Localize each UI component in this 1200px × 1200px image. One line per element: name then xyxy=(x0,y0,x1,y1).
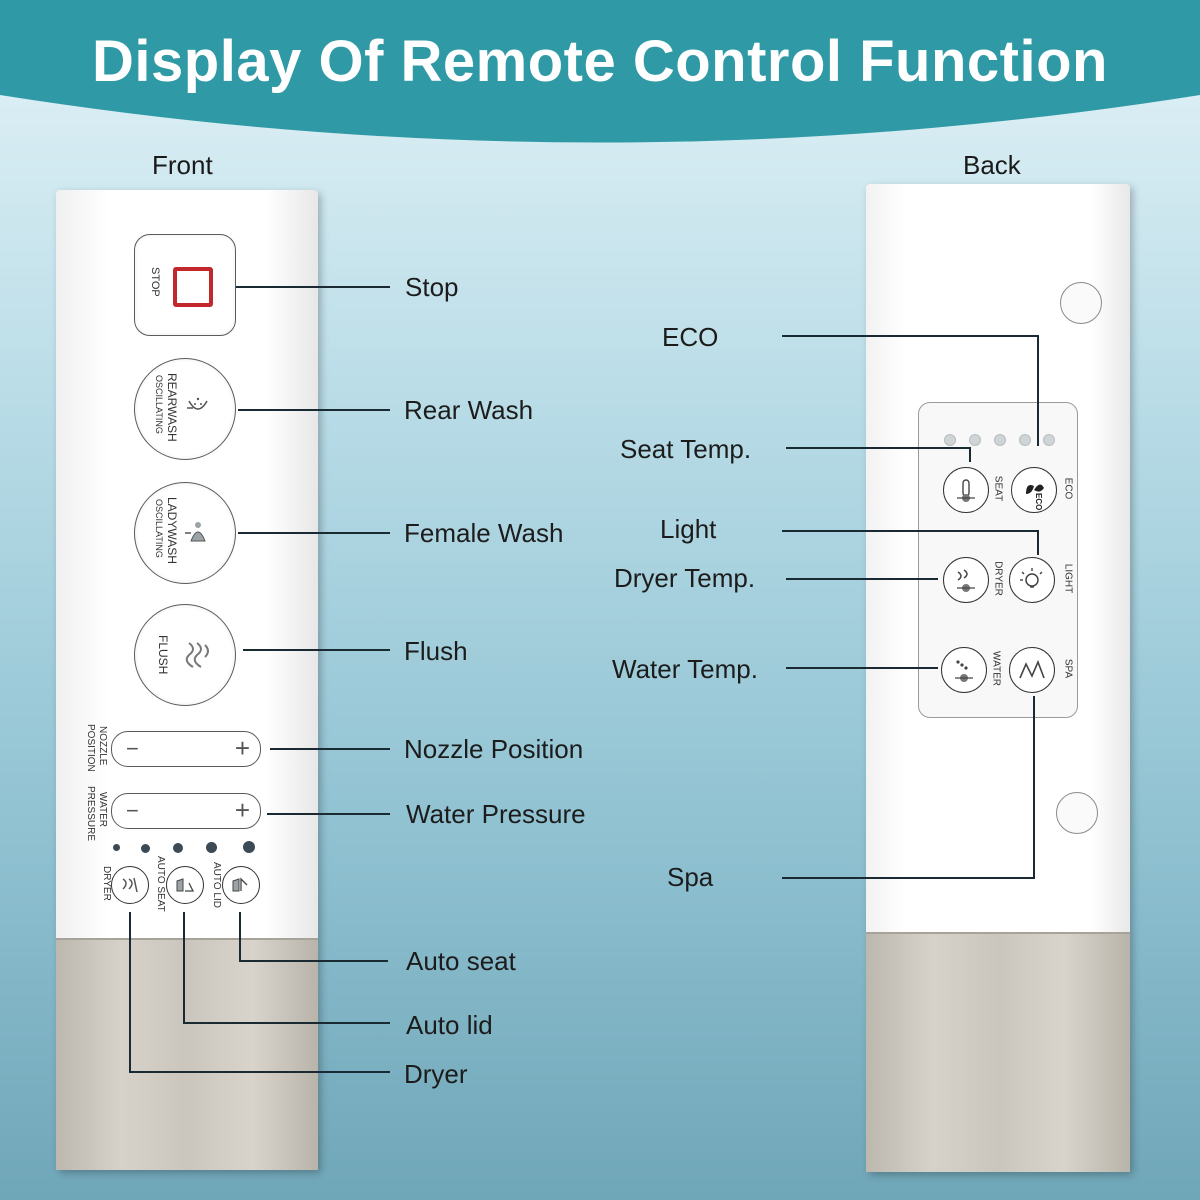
spa-button[interactable] xyxy=(1009,647,1055,693)
callout-nozzle-position: Nozzle Position xyxy=(404,734,584,764)
callout-stop: Stop xyxy=(405,272,459,302)
auto-lid-icon xyxy=(232,877,248,892)
callout-auto-seat: Auto seat xyxy=(406,946,516,976)
dryer-icon xyxy=(122,877,138,893)
dryer-temp-button[interactable] xyxy=(943,557,989,603)
screw-cover-top xyxy=(1060,282,1102,324)
indicator-dot xyxy=(113,844,120,851)
eco-icon: ECO xyxy=(1026,484,1044,510)
back-heading: Back xyxy=(963,150,1021,180)
light-icon xyxy=(1020,568,1043,588)
back-metal-base xyxy=(866,932,1130,1172)
dryer-button[interactable] xyxy=(111,866,149,904)
auto-seat-button[interactable] xyxy=(166,866,204,904)
eco-inner-text: ECO xyxy=(1034,493,1043,510)
pressure-plus-button[interactable]: + xyxy=(234,795,250,825)
spa-icon xyxy=(1019,659,1045,679)
callout-spa: Spa xyxy=(667,862,714,892)
stop-button[interactable]: STOP xyxy=(134,234,236,336)
pressure-minus-button[interactable]: − xyxy=(126,798,139,823)
callout-auto-lid: Auto lid xyxy=(406,1010,493,1040)
front-heading: Front xyxy=(152,150,213,180)
rear-wash-button[interactable]: REARWASH OSCILLATING xyxy=(134,358,236,460)
callout-eco: ECO xyxy=(662,322,719,352)
lady-wash-button[interactable]: LADYWASH OSCILLATING xyxy=(134,482,236,584)
water-temp-button[interactable] xyxy=(941,647,987,693)
nozzle-plus-button[interactable]: + xyxy=(234,733,250,763)
water-pressure-control[interactable]: − + xyxy=(111,793,261,829)
level-led xyxy=(944,434,956,446)
auto-lid-button[interactable] xyxy=(222,866,260,904)
page-title: Display Of Remote Control Function xyxy=(92,29,1108,94)
dryer-temp-icon xyxy=(957,569,975,592)
nozzle-minus-button[interactable]: − xyxy=(126,736,139,761)
front-remote: STOP REARWASH OSCILLATING LADYWASH OSCIL… xyxy=(56,190,318,1170)
title-banner xyxy=(0,0,1200,143)
callout-flush: Flush xyxy=(404,636,468,666)
level-led xyxy=(1043,434,1055,446)
front-metal-base xyxy=(56,938,318,1170)
callout-dryer: Dryer xyxy=(404,1059,468,1089)
lady-wash-icon xyxy=(185,522,206,542)
nozzle-position-control[interactable]: − + xyxy=(111,731,261,767)
callout-rear-wash: Rear Wash xyxy=(404,395,534,425)
callout-female-wash: Female Wash xyxy=(404,518,564,548)
indicator-dot xyxy=(173,843,183,853)
eco-button[interactable]: ECO xyxy=(1011,467,1057,513)
auto-seat-icon xyxy=(176,878,195,892)
callout-water-pressure: Water Pressure xyxy=(406,799,586,829)
rear-wash-icon xyxy=(187,397,208,410)
back-remote xyxy=(866,184,1130,1172)
callout-light: Light xyxy=(660,514,717,544)
water-temp-icon xyxy=(955,660,973,682)
level-led xyxy=(994,434,1006,446)
callout-seat-temp: Seat Temp. xyxy=(620,434,752,464)
level-led xyxy=(1019,434,1031,446)
indicator-dot xyxy=(141,844,150,853)
indicator-dot xyxy=(243,841,255,853)
flush-button[interactable]: FLUSH xyxy=(134,604,236,706)
light-button[interactable] xyxy=(1009,557,1055,603)
indicator-dot xyxy=(206,842,217,853)
seat-temp-icon xyxy=(957,479,975,502)
callout-water-temp: Water Temp. xyxy=(612,654,758,684)
flush-icon xyxy=(185,642,209,668)
callout-dryer-temp: Dryer Temp. xyxy=(614,563,756,593)
stop-square-icon xyxy=(173,267,213,307)
seat-temp-button[interactable] xyxy=(943,467,989,513)
screw-cover-bottom xyxy=(1056,792,1098,834)
level-led xyxy=(969,434,981,446)
